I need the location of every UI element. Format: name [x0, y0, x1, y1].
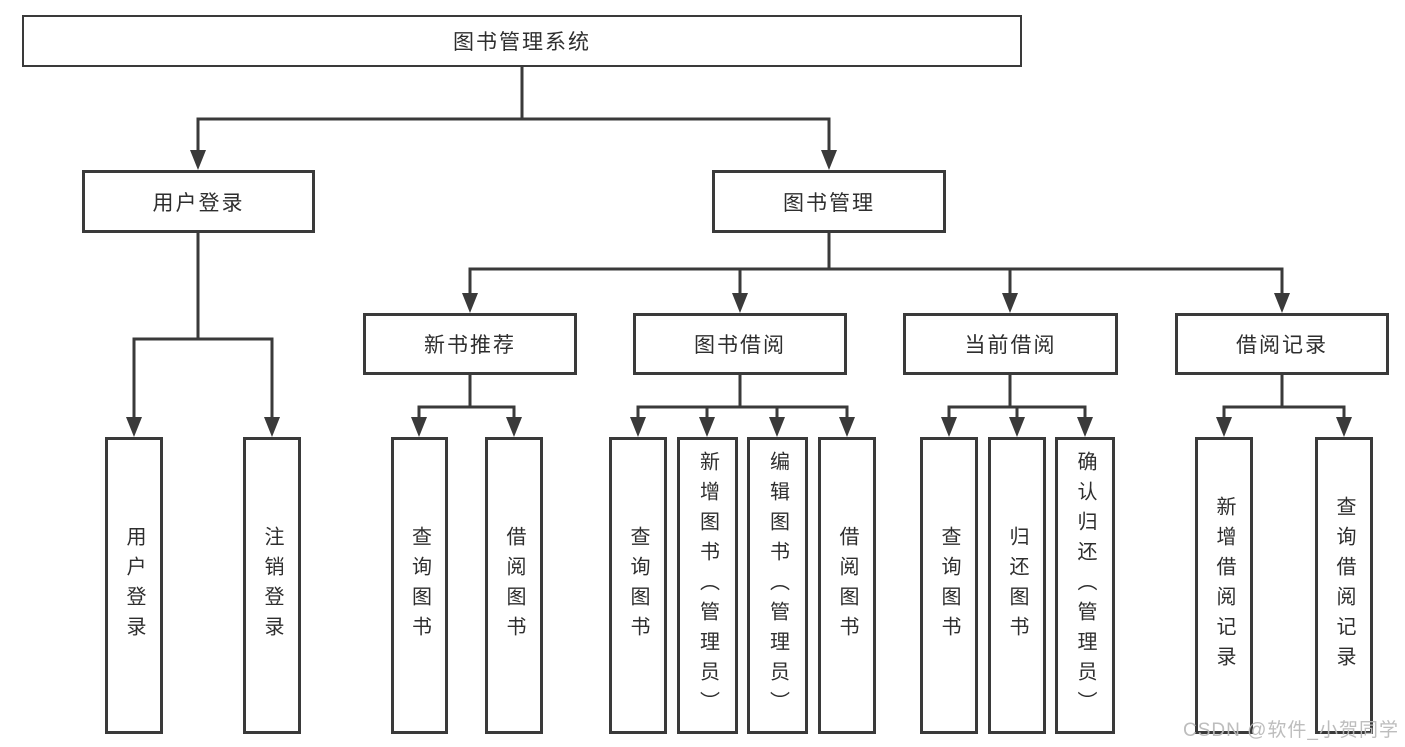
leaf-user-login: 用户登录: [105, 437, 163, 734]
leaf-records-query-record-label: 查询借阅记录: [1333, 495, 1355, 676]
leaf-current-confirm-return-admin-label: 确认归还（管理员）: [1074, 450, 1096, 721]
node-user-login: 用户登录: [82, 170, 315, 233]
node-root: 图书管理系统: [22, 15, 1022, 67]
leaf-recommend-borrow-books-label: 借阅图书: [503, 525, 525, 646]
leaf-borrow-query-books: 查询图书: [609, 437, 667, 734]
leaf-current-return-books-label: 归还图书: [1006, 525, 1028, 646]
node-book-borrow-label: 图书借阅: [694, 334, 786, 357]
leaf-borrow-borrow-books: 借阅图书: [818, 437, 876, 734]
leaf-borrow-add-books-admin: 新增图书（管理员）: [677, 437, 738, 734]
leaf-records-add-record: 新增借阅记录: [1195, 437, 1253, 734]
leaf-current-query-books: 查询图书: [920, 437, 978, 734]
node-borrow-records: 借阅记录: [1175, 313, 1389, 375]
leaf-logout-label: 注销登录: [261, 525, 283, 646]
leaf-current-return-books: 归还图书: [988, 437, 1046, 734]
node-book-borrow: 图书借阅: [633, 313, 847, 375]
leaf-user-login-label: 用户登录: [123, 525, 145, 646]
leaf-logout: 注销登录: [243, 437, 301, 734]
leaf-records-add-record-label: 新增借阅记录: [1213, 495, 1235, 676]
node-new-book-recommend: 新书推荐: [363, 313, 577, 375]
leaf-current-confirm-return-admin: 确认归还（管理员）: [1055, 437, 1115, 734]
leaf-borrow-borrow-books-label: 借阅图书: [836, 525, 858, 646]
leaf-current-query-books-label: 查询图书: [938, 525, 960, 646]
node-current-borrow: 当前借阅: [903, 313, 1118, 375]
leaf-borrow-edit-books-admin: 编辑图书（管理员）: [747, 437, 808, 734]
leaf-recommend-borrow-books: 借阅图书: [485, 437, 543, 734]
node-new-book-recommend-label: 新书推荐: [424, 334, 516, 357]
watermark: CSDN @软件_小贺同学: [1183, 720, 1399, 741]
node-current-borrow-label: 当前借阅: [964, 334, 1057, 357]
node-user-login-label: 用户登录: [152, 191, 245, 215]
leaf-borrow-edit-books-admin-label: 编辑图书（管理员）: [766, 450, 789, 721]
leaf-borrow-add-books-admin-label: 新增图书（管理员）: [696, 450, 719, 721]
leaf-records-query-record: 查询借阅记录: [1315, 437, 1373, 734]
node-book-management: 图书管理: [712, 170, 946, 233]
leaf-recommend-query-books: 查询图书: [391, 437, 448, 734]
leaf-recommend-query-books-label: 查询图书: [408, 525, 431, 646]
leaf-borrow-query-books-label: 查询图书: [627, 525, 649, 646]
node-borrow-records-label: 借阅记录: [1236, 334, 1328, 357]
node-book-management-label: 图书管理: [783, 191, 875, 215]
node-root-label: 图书管理系统: [453, 31, 591, 54]
